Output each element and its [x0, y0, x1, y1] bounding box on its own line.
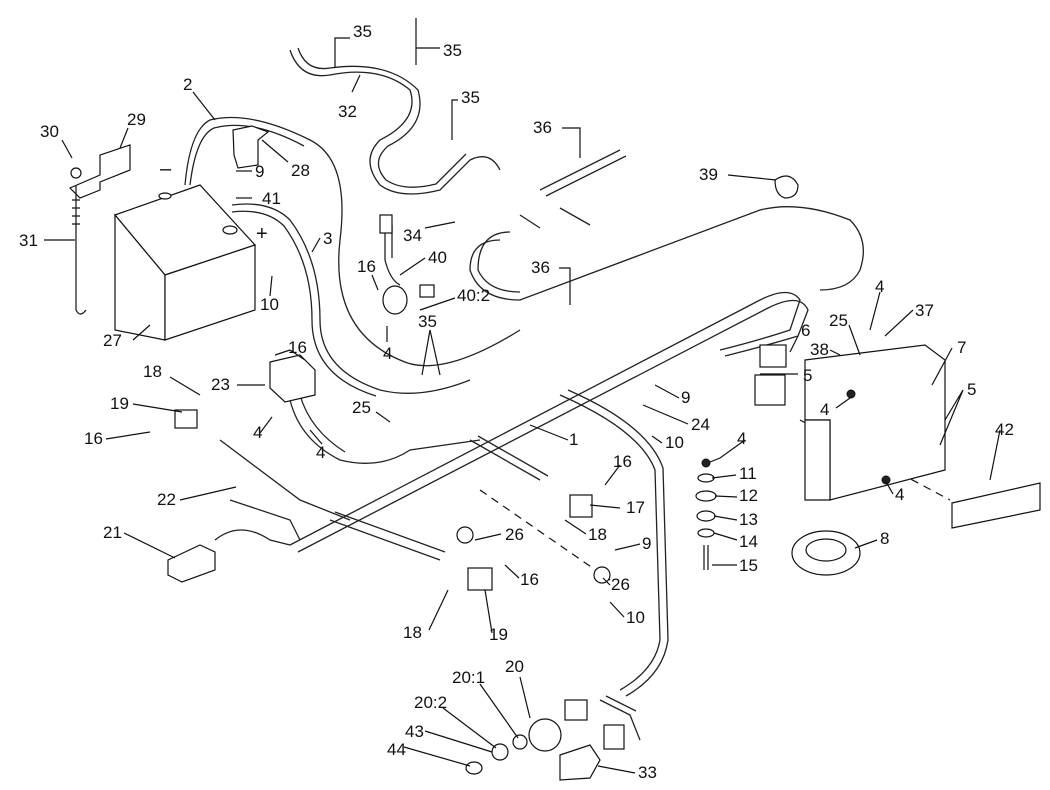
callout-42: 42	[995, 420, 1014, 439]
seat-switch	[269, 354, 316, 403]
callout-23: 23	[211, 375, 230, 394]
terminal-boot	[232, 125, 270, 169]
cable-clamp-lower	[593, 566, 611, 584]
starter-solenoid	[379, 214, 435, 315]
callout-40: 40	[428, 248, 447, 267]
callout-18: 18	[143, 362, 162, 381]
callout-21: 21	[103, 523, 122, 542]
callout-36: 36	[531, 258, 550, 277]
callout-32: 32	[338, 102, 357, 121]
wire-harness-paths	[184, 47, 951, 741]
decal	[951, 482, 1041, 529]
callout-2: 2	[183, 75, 192, 94]
callout-26: 26	[505, 525, 524, 544]
callout-5: 5	[967, 380, 976, 399]
light-switch	[559, 724, 625, 781]
battery: – +	[113, 158, 268, 341]
callout-7: 7	[957, 338, 966, 357]
callout-35: 35	[353, 22, 372, 41]
callout-19: 19	[489, 625, 508, 644]
callout-38: 38	[810, 340, 829, 359]
callout-33: 33	[638, 763, 657, 782]
callout-5: 5	[803, 366, 812, 385]
callout-35: 35	[418, 312, 437, 331]
interlock-switch-lower	[467, 567, 493, 591]
callout-labels: 35 35 32 35 2 36 29 30 28 9 39 41 31 34 …	[19, 22, 1014, 782]
callout-35: 35	[461, 88, 480, 107]
battery-hold-down	[68, 144, 131, 315]
callout-9: 9	[642, 534, 651, 553]
ignition-switch	[465, 699, 588, 775]
callout-3: 3	[323, 229, 332, 248]
callout-43: 43	[405, 722, 424, 741]
callout-30: 30	[40, 122, 59, 141]
callout-27: 27	[103, 331, 122, 350]
callout-6: 6	[801, 321, 810, 340]
battery-positive-sign: +	[256, 223, 268, 245]
callout-16: 16	[288, 338, 307, 357]
grommet	[791, 530, 861, 576]
callout-4: 4	[737, 429, 746, 448]
callout-39: 39	[699, 165, 718, 184]
callout-20-1: 20:1	[452, 668, 485, 687]
callout-10: 10	[626, 608, 645, 627]
callout-16: 16	[520, 570, 539, 589]
callout-9: 9	[255, 162, 264, 181]
callout-28: 28	[291, 161, 310, 180]
callout-16: 16	[613, 452, 632, 471]
callout-8: 8	[880, 529, 889, 548]
callout-41: 41	[262, 189, 281, 208]
callout-4: 4	[820, 400, 829, 419]
callout-9: 9	[681, 388, 690, 407]
callout-36: 36	[533, 118, 552, 137]
callout-35: 35	[443, 41, 462, 60]
relay-mounting-plate	[754, 344, 946, 501]
callout-18: 18	[403, 623, 422, 642]
callout-16: 16	[357, 257, 376, 276]
callout-14: 14	[739, 532, 758, 551]
interlock-switch-17	[569, 494, 593, 518]
callout-18: 18	[588, 525, 607, 544]
callout-22: 22	[157, 490, 176, 509]
hour-meter	[167, 544, 216, 583]
callout-4: 4	[875, 277, 884, 296]
callout-26: 26	[611, 575, 630, 594]
callout-4: 4	[895, 485, 904, 504]
callout-24: 24	[691, 415, 710, 434]
callout-leaders	[44, 18, 1001, 774]
callout-4: 4	[383, 344, 392, 363]
callout-4: 4	[316, 443, 325, 462]
callout-37: 37	[915, 301, 934, 320]
callout-25: 25	[352, 398, 371, 417]
callout-29: 29	[127, 110, 146, 129]
callout-40-2: 40:2	[457, 286, 490, 305]
callout-11: 11	[739, 464, 757, 483]
callout-25: 25	[829, 311, 848, 330]
hardware-stack	[695, 458, 717, 570]
light-bulb	[774, 175, 799, 199]
callout-34: 34	[403, 226, 422, 245]
battery-negative-sign: –	[160, 158, 172, 180]
cable-clamp-upper	[456, 526, 474, 544]
callout-20: 20	[505, 657, 524, 676]
callout-31: 31	[19, 231, 38, 250]
callout-12: 12	[739, 486, 758, 505]
callout-4: 4	[253, 423, 262, 442]
callout-1: 1	[569, 430, 578, 449]
interlock-switch-upper	[174, 409, 198, 429]
callout-13: 13	[739, 510, 758, 529]
callout-20-2: 20:2	[414, 693, 447, 712]
callout-10: 10	[260, 295, 279, 314]
callout-16: 16	[84, 429, 103, 448]
callout-15: 15	[739, 556, 758, 575]
callout-44: 44	[387, 740, 406, 759]
callout-10: 10	[665, 433, 684, 452]
callout-19: 19	[110, 394, 129, 413]
callout-17: 17	[626, 498, 645, 517]
